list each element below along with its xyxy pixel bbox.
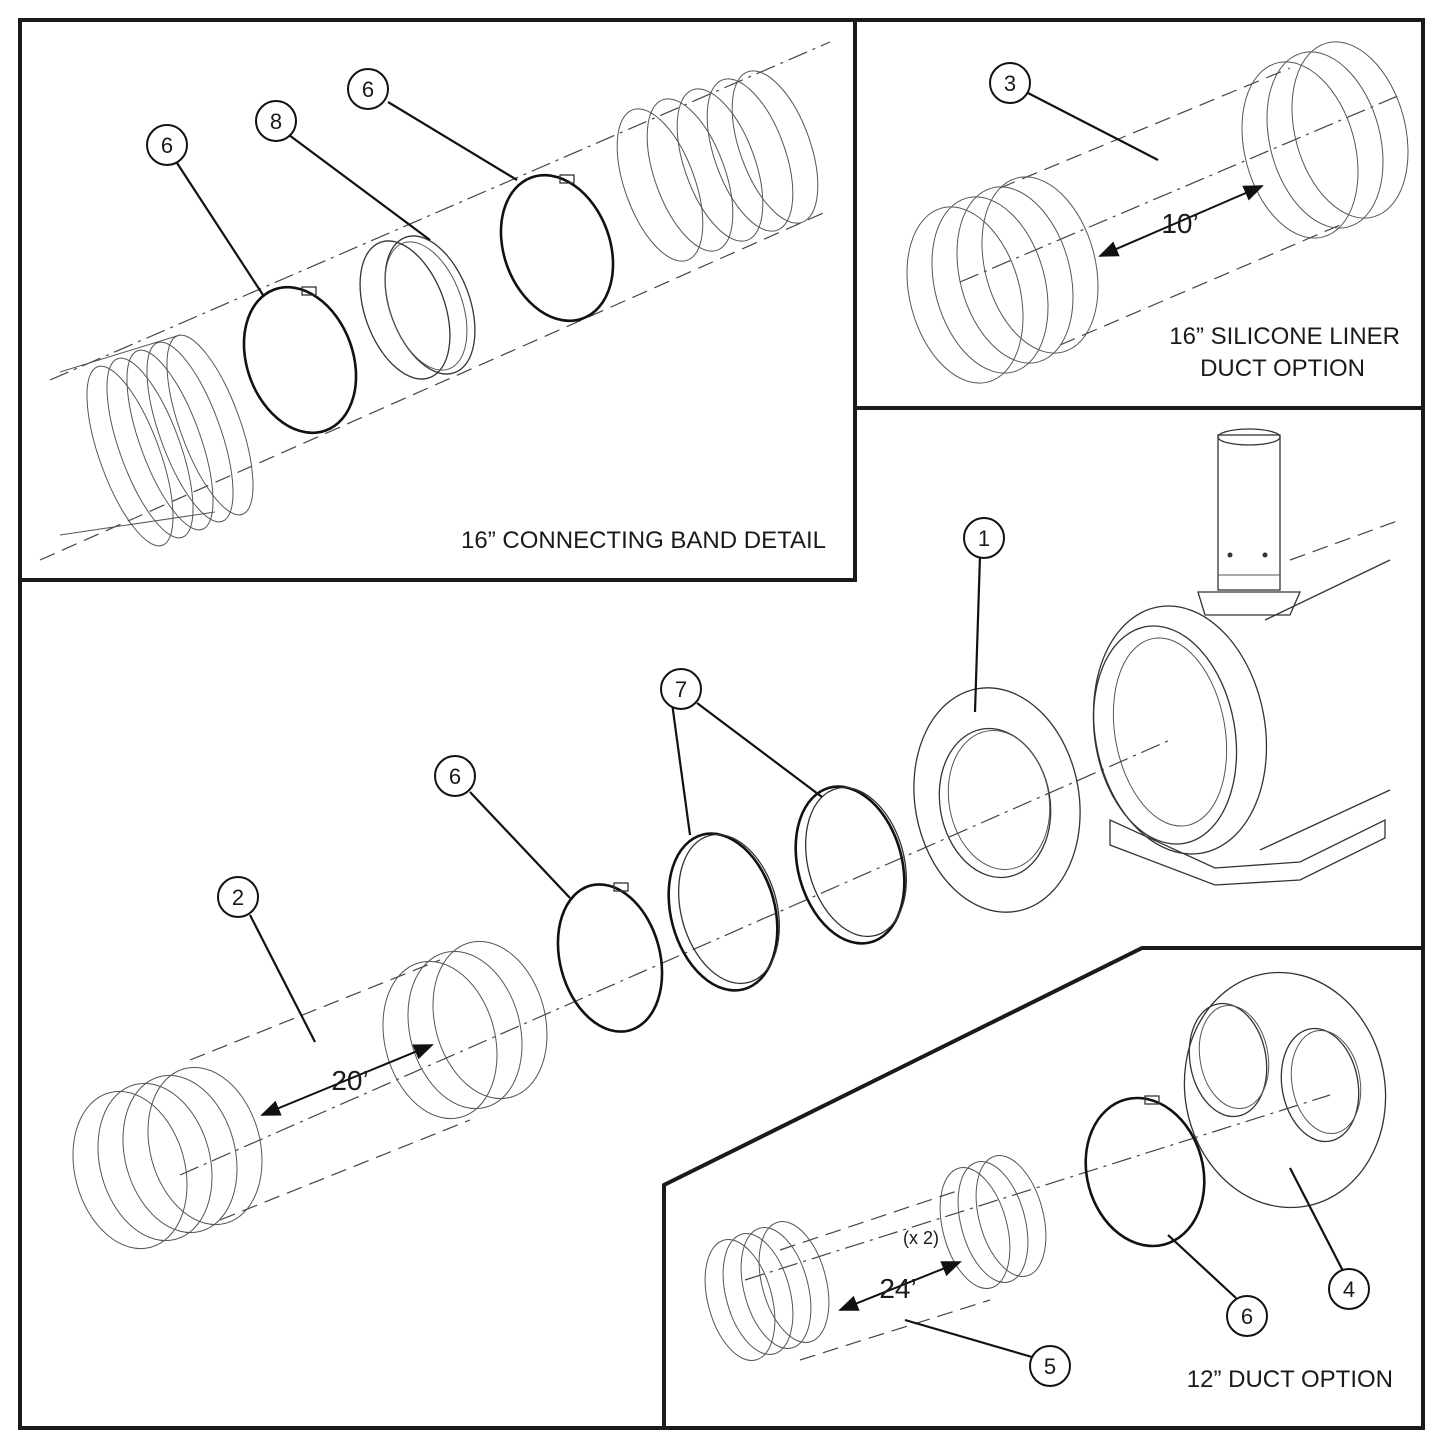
dimension-label: 10’ <box>1161 208 1198 239</box>
dimension-arrow <box>1098 185 1264 257</box>
hidden-line <box>999 67 1291 189</box>
dimension-label: 20’ <box>331 1065 368 1096</box>
callout-label: 3 <box>1004 71 1016 96</box>
panel-title-line1: 16” SILICONE LINER <box>1169 323 1400 350</box>
hidden-line <box>219 1119 471 1221</box>
centerline <box>179 739 1171 1176</box>
callout-label: 7 <box>675 677 687 702</box>
hidden-line <box>799 1299 991 1361</box>
callout-bubble-6 <box>434 755 476 797</box>
clamp-screw-icon <box>301 286 317 296</box>
callout-bubble-1 <box>963 517 1005 559</box>
dimension-label: 24’ <box>879 1273 916 1304</box>
centerline <box>959 94 1401 283</box>
gasket-rings <box>667 785 908 992</box>
callout-label: 6 <box>161 133 173 158</box>
callout-bubble-4 <box>1328 1268 1370 1310</box>
callout-bubble-7 <box>660 668 702 710</box>
clamp-band-left <box>242 285 358 435</box>
callout-bubble-6 <box>347 68 389 110</box>
flex-duct-right <box>616 70 819 262</box>
clamp-screw-icon <box>559 174 575 184</box>
callout-bubble-6 <box>1226 1295 1268 1337</box>
heater-skid <box>1109 818 1386 886</box>
adapter-plate <box>913 687 1081 913</box>
callout-label: 4 <box>1343 1277 1355 1302</box>
panel-main: 20’ 2 6 7 1 <box>72 428 1401 1250</box>
hidden-line <box>189 959 441 1061</box>
hidden-line <box>39 209 831 561</box>
callout-bubble-2 <box>217 876 259 918</box>
quantity-label: (x 2) <box>903 1228 939 1248</box>
duct-12-frame <box>662 946 1423 1428</box>
panel-title-line2: DUCT OPTION <box>1200 355 1365 382</box>
outer-frame <box>18 18 1425 1430</box>
panel-title: 12” DUCT OPTION <box>1187 1366 1393 1393</box>
clamp-screw-icon <box>613 882 629 892</box>
callout-label: 6 <box>1241 1304 1253 1329</box>
dual-outlet-plate <box>1183 971 1387 1209</box>
silicone-duct <box>906 41 1409 384</box>
callout-label: 5 <box>1044 1354 1056 1379</box>
centerline <box>744 1094 1331 1281</box>
panel-frames <box>18 18 1425 1430</box>
dimension-arrow <box>838 1261 962 1311</box>
callout-bubble-3 <box>989 62 1031 104</box>
callout-label: 6 <box>362 77 374 102</box>
panel-silicone-liner: 10’ 3 16” SILICONE LINER DUCT OPTION <box>906 41 1409 384</box>
connecting-band-ring <box>359 235 476 380</box>
callout-label: 6 <box>449 764 461 789</box>
callout-label: 8 <box>270 109 282 134</box>
heater-stack <box>1217 434 1281 591</box>
clamp-band-12 <box>1084 1096 1206 1248</box>
centerline <box>49 41 831 381</box>
callout-label: 1 <box>978 526 990 551</box>
connecting-band-frame <box>20 20 857 582</box>
dimension-arrow <box>260 1044 434 1116</box>
panel-duct-12: 24’ (x 2) 6 4 5 12” DUCT OPTION <box>704 971 1393 1393</box>
clamp-band-right <box>499 173 615 323</box>
callout-bubble-5 <box>1029 1345 1071 1387</box>
clamp-band-main <box>556 883 664 1033</box>
hidden-line <box>1059 224 1341 346</box>
panel-title: 16” CONNECTING BAND DETAIL <box>461 527 826 554</box>
flex-duct-left <box>59 334 254 547</box>
heater-unit <box>1092 428 1401 886</box>
callout-bubble-8 <box>255 100 297 142</box>
flex-duct-12 <box>704 1155 1047 1361</box>
callout-bubble-6 <box>146 124 188 166</box>
callout-label: 2 <box>232 885 244 910</box>
panel-connecting-band: 6 8 6 16” CONNECTING BAND DETAIL <box>39 41 831 561</box>
clamp-screw-icon <box>1144 1095 1160 1105</box>
